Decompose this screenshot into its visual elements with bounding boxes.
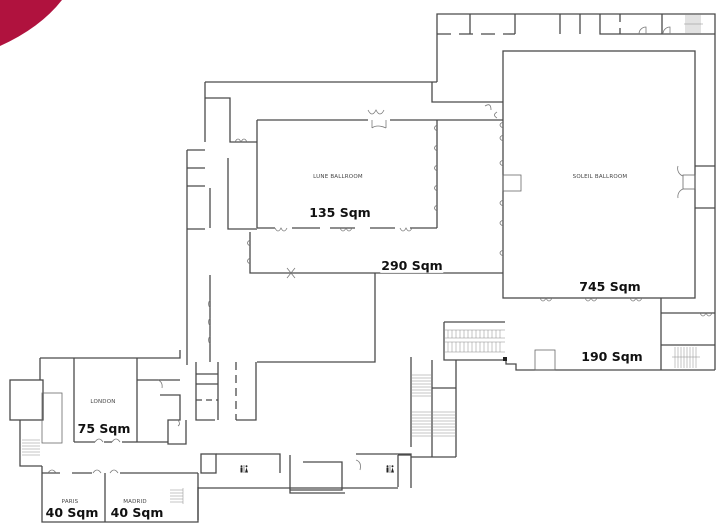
london-room-name: LONDON: [90, 399, 116, 405]
service-corridor-top: [436, 13, 716, 370]
lune-ballroom-walls: [205, 81, 503, 363]
london-block-walls: [9, 350, 199, 523]
prefunction-walls: [397, 321, 715, 487]
soleil-ballroom-area: 745 Sqm: [578, 279, 642, 294]
madrid-room-area: 40 Sqm: [109, 505, 165, 520]
london-room-area: 75 Sqm: [76, 421, 132, 436]
foyer-area: 290 Sqm: [380, 258, 444, 273]
paris-room-name: PARIS: [61, 499, 79, 505]
lune-ballroom-name: LUNE BALLROOM: [313, 174, 363, 180]
prefunction-area: 190 Sqm: [580, 349, 644, 364]
paris-room-area: 40 Sqm: [44, 505, 100, 520]
restroom-wing-walls: [197, 453, 412, 520]
east-corridor: [660, 165, 715, 370]
soleil-ballroom-walls: [499, 50, 696, 302]
west-corridor: [186, 82, 257, 421]
soleil-ballroom-name: SOLEIL BALLROOM: [572, 174, 628, 180]
madrid-room-name: MADRID: [123, 499, 147, 505]
brand-corner-shape: [0, 0, 62, 46]
lune-ballroom-area: 135 Sqm: [308, 205, 372, 220]
